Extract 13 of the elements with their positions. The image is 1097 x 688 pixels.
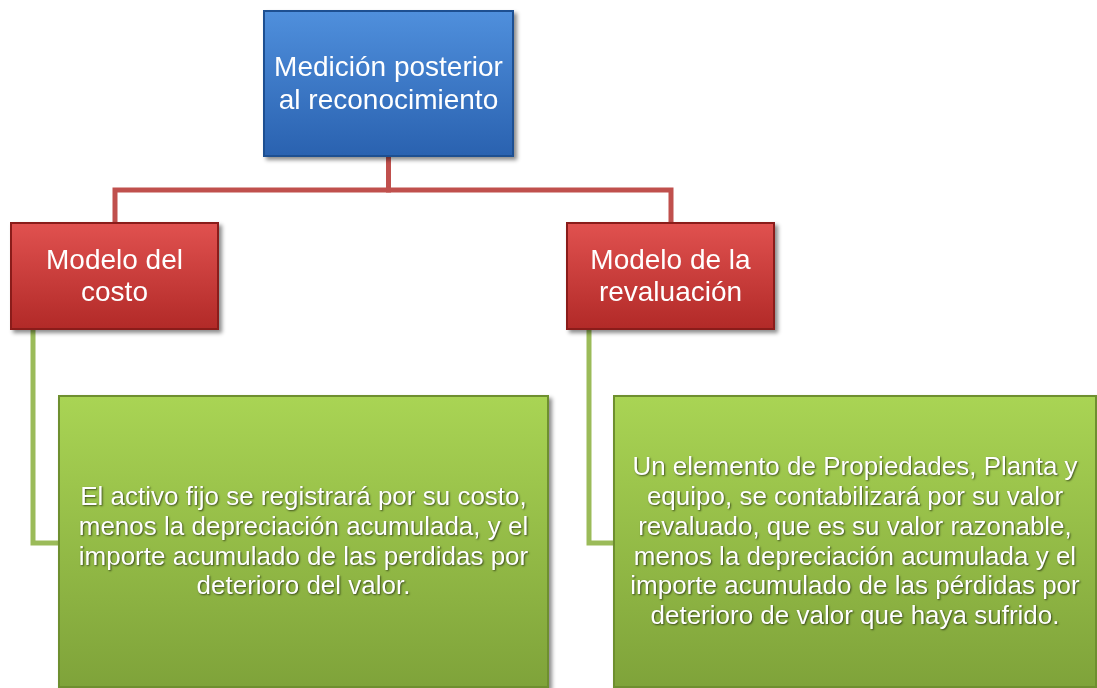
connector-line: [586, 330, 613, 546]
process-box: [263, 10, 514, 157]
box-text: Modelo de la revaluación: [589, 242, 752, 309]
process-box: [613, 395, 1097, 688]
box-text: Modelo del costo: [45, 242, 184, 309]
connector-line: [386, 157, 674, 222]
box-text: Un elemento de Propiedades, Planta y equipo, se contabilizará por su valor revaluado, que es su valor razonable, menos la depreciación acumulada y el importe acumulado de las pérdidas por deterioro de valor que haya sufrido.: [629, 449, 1081, 633]
box-text: Medición posterior al reconocimiento: [273, 50, 504, 117]
connector-line: [30, 330, 58, 546]
process-box: [58, 395, 549, 688]
process-box: [566, 222, 775, 330]
box-text: El activo fijo se registrará por su costo, menos la depreciación acumulada, y el importe acumulado de las perdidas por deterioro del valor.: [77, 479, 530, 603]
process-box: [10, 222, 219, 330]
